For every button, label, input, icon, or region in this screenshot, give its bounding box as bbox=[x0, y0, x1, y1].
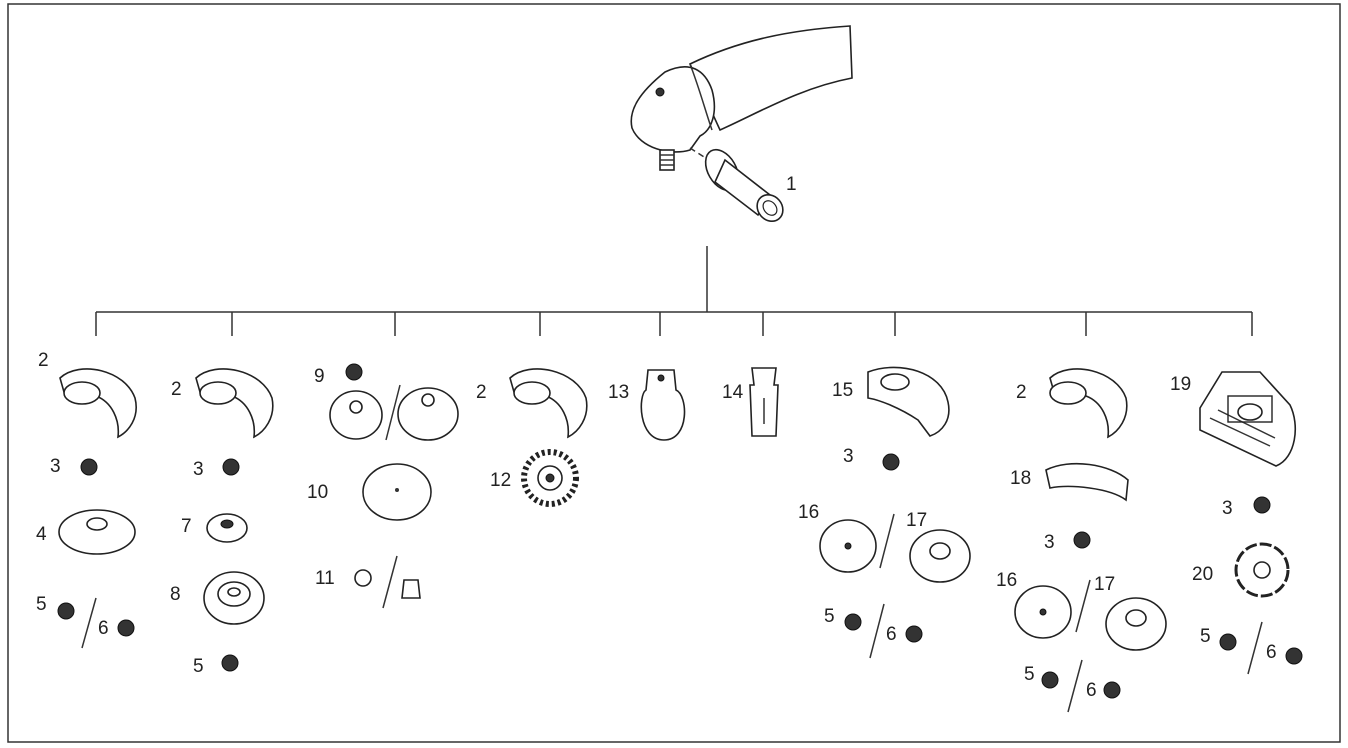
part-label-11: 11 bbox=[315, 568, 335, 589]
backing-flange-icon bbox=[58, 509, 136, 555]
brush-icon bbox=[640, 369, 686, 441]
part-label-17: 17 bbox=[1094, 574, 1115, 595]
flange-nut-icon bbox=[844, 613, 862, 631]
flange-nut-icon bbox=[1041, 671, 1059, 689]
side-handle-icon bbox=[689, 147, 784, 223]
part-label-19: 19 bbox=[1170, 374, 1191, 395]
part-label-3: 3 bbox=[843, 446, 854, 467]
diamond-blade-icon bbox=[1234, 542, 1290, 598]
part-label-3: 3 bbox=[193, 459, 204, 480]
part-label-2: 2 bbox=[171, 379, 182, 400]
flange-nut-icon bbox=[401, 579, 421, 599]
flange-nut-icon bbox=[354, 569, 372, 587]
wheel-guard-icon bbox=[195, 368, 274, 439]
flange-nut-icon bbox=[1253, 496, 1271, 514]
brush-icon bbox=[521, 449, 579, 507]
backing-flange-icon bbox=[329, 390, 383, 440]
sanding-disc-icon bbox=[1014, 585, 1072, 639]
connector-lines bbox=[95, 246, 1253, 336]
part-label-3: 3 bbox=[1044, 532, 1055, 553]
backing-flange-icon bbox=[909, 529, 971, 583]
part-label-2: 2 bbox=[38, 350, 49, 371]
backing-flange-icon bbox=[1105, 597, 1167, 651]
part-label-13: 13 bbox=[608, 382, 629, 403]
sanding-disc-icon bbox=[362, 463, 432, 521]
angle-grinder-icon bbox=[630, 25, 853, 171]
part-label-6: 6 bbox=[98, 618, 109, 639]
part-label-6: 6 bbox=[1266, 642, 1277, 663]
part-label-2: 2 bbox=[1016, 382, 1027, 403]
dust-shroud-icon bbox=[1199, 371, 1297, 467]
part-label-6: 6 bbox=[1086, 680, 1097, 701]
part-label-3: 3 bbox=[50, 456, 61, 477]
part-label-5: 5 bbox=[1024, 664, 1035, 685]
part-label-16: 16 bbox=[798, 502, 819, 523]
part-label-2: 2 bbox=[476, 382, 487, 403]
part-label-16: 16 bbox=[996, 570, 1017, 591]
part-label-15: 15 bbox=[832, 380, 853, 401]
flange-nut-icon bbox=[345, 363, 363, 381]
part-label-17: 17 bbox=[906, 510, 927, 531]
flange-nut-icon bbox=[1285, 647, 1303, 665]
part-label-12: 12 bbox=[490, 470, 511, 491]
flange-nut-icon bbox=[117, 619, 135, 637]
part-label-14: 14 bbox=[722, 382, 744, 403]
wheel-guard-icon bbox=[1049, 368, 1128, 439]
part-label-5: 5 bbox=[824, 606, 835, 627]
cutting-guard-icon bbox=[1045, 462, 1129, 502]
part-label-8: 8 bbox=[170, 584, 181, 605]
adapter-icon bbox=[749, 367, 779, 437]
part-label-5: 5 bbox=[36, 594, 47, 615]
part-label-7: 7 bbox=[181, 516, 192, 537]
part-label-1: 1 bbox=[786, 174, 797, 195]
part-label-9: 9 bbox=[314, 366, 325, 387]
part-labels: 1 2 3 4 5 6 2 3 7 8 5 9 10 11 2 12 13 14… bbox=[36, 174, 1277, 701]
wheel-guard-icon bbox=[59, 368, 137, 439]
part-label-3: 3 bbox=[1222, 498, 1233, 519]
part-label-5: 5 bbox=[193, 656, 204, 677]
sanding-disc-icon bbox=[819, 519, 877, 573]
flange-nut-icon bbox=[1073, 531, 1091, 549]
flange-nut-icon bbox=[1103, 681, 1121, 699]
flange-nut-icon bbox=[57, 602, 75, 620]
part-label-20: 20 bbox=[1192, 564, 1213, 585]
part-label-6: 6 bbox=[886, 624, 897, 645]
part-label-5: 5 bbox=[1200, 626, 1211, 647]
part-label-18: 18 bbox=[1010, 468, 1031, 489]
part-label-4: 4 bbox=[36, 524, 47, 545]
flange-nut-icon bbox=[221, 654, 239, 672]
flange-nut-icon bbox=[905, 625, 923, 643]
cutting-guard-icon bbox=[867, 366, 950, 437]
flange-nut-icon bbox=[222, 458, 240, 476]
part-label-10: 10 bbox=[307, 482, 328, 503]
flap-disc-icon bbox=[203, 571, 265, 625]
flange-nut-icon bbox=[1219, 633, 1237, 651]
backing-flange-icon bbox=[206, 513, 248, 543]
flange-nut-icon bbox=[80, 458, 98, 476]
wheel-guard-icon bbox=[509, 368, 588, 439]
backing-flange-icon bbox=[397, 387, 459, 441]
flange-nut-icon bbox=[882, 453, 900, 471]
